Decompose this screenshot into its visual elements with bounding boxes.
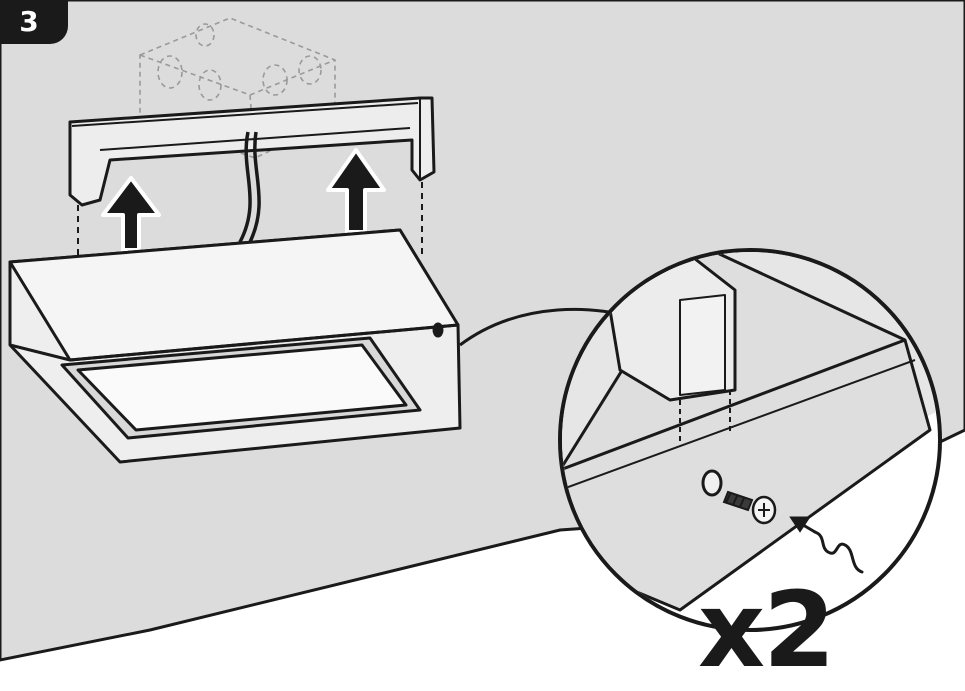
installation-illustration xyxy=(0,0,965,662)
alignment-guides xyxy=(77,182,423,258)
screw-icon xyxy=(722,490,777,525)
step-number: 3 xyxy=(19,5,39,38)
quantity-label: x2 xyxy=(698,569,835,691)
light-fixture-icon xyxy=(8,228,462,464)
magnifier-callout-icon xyxy=(459,248,942,632)
up-arrow-icon xyxy=(326,148,386,234)
wire-icon xyxy=(238,131,261,243)
step-badge: 3 xyxy=(0,0,68,44)
rotation-arrow-icon xyxy=(789,516,864,574)
up-arrow-icon xyxy=(101,176,161,252)
